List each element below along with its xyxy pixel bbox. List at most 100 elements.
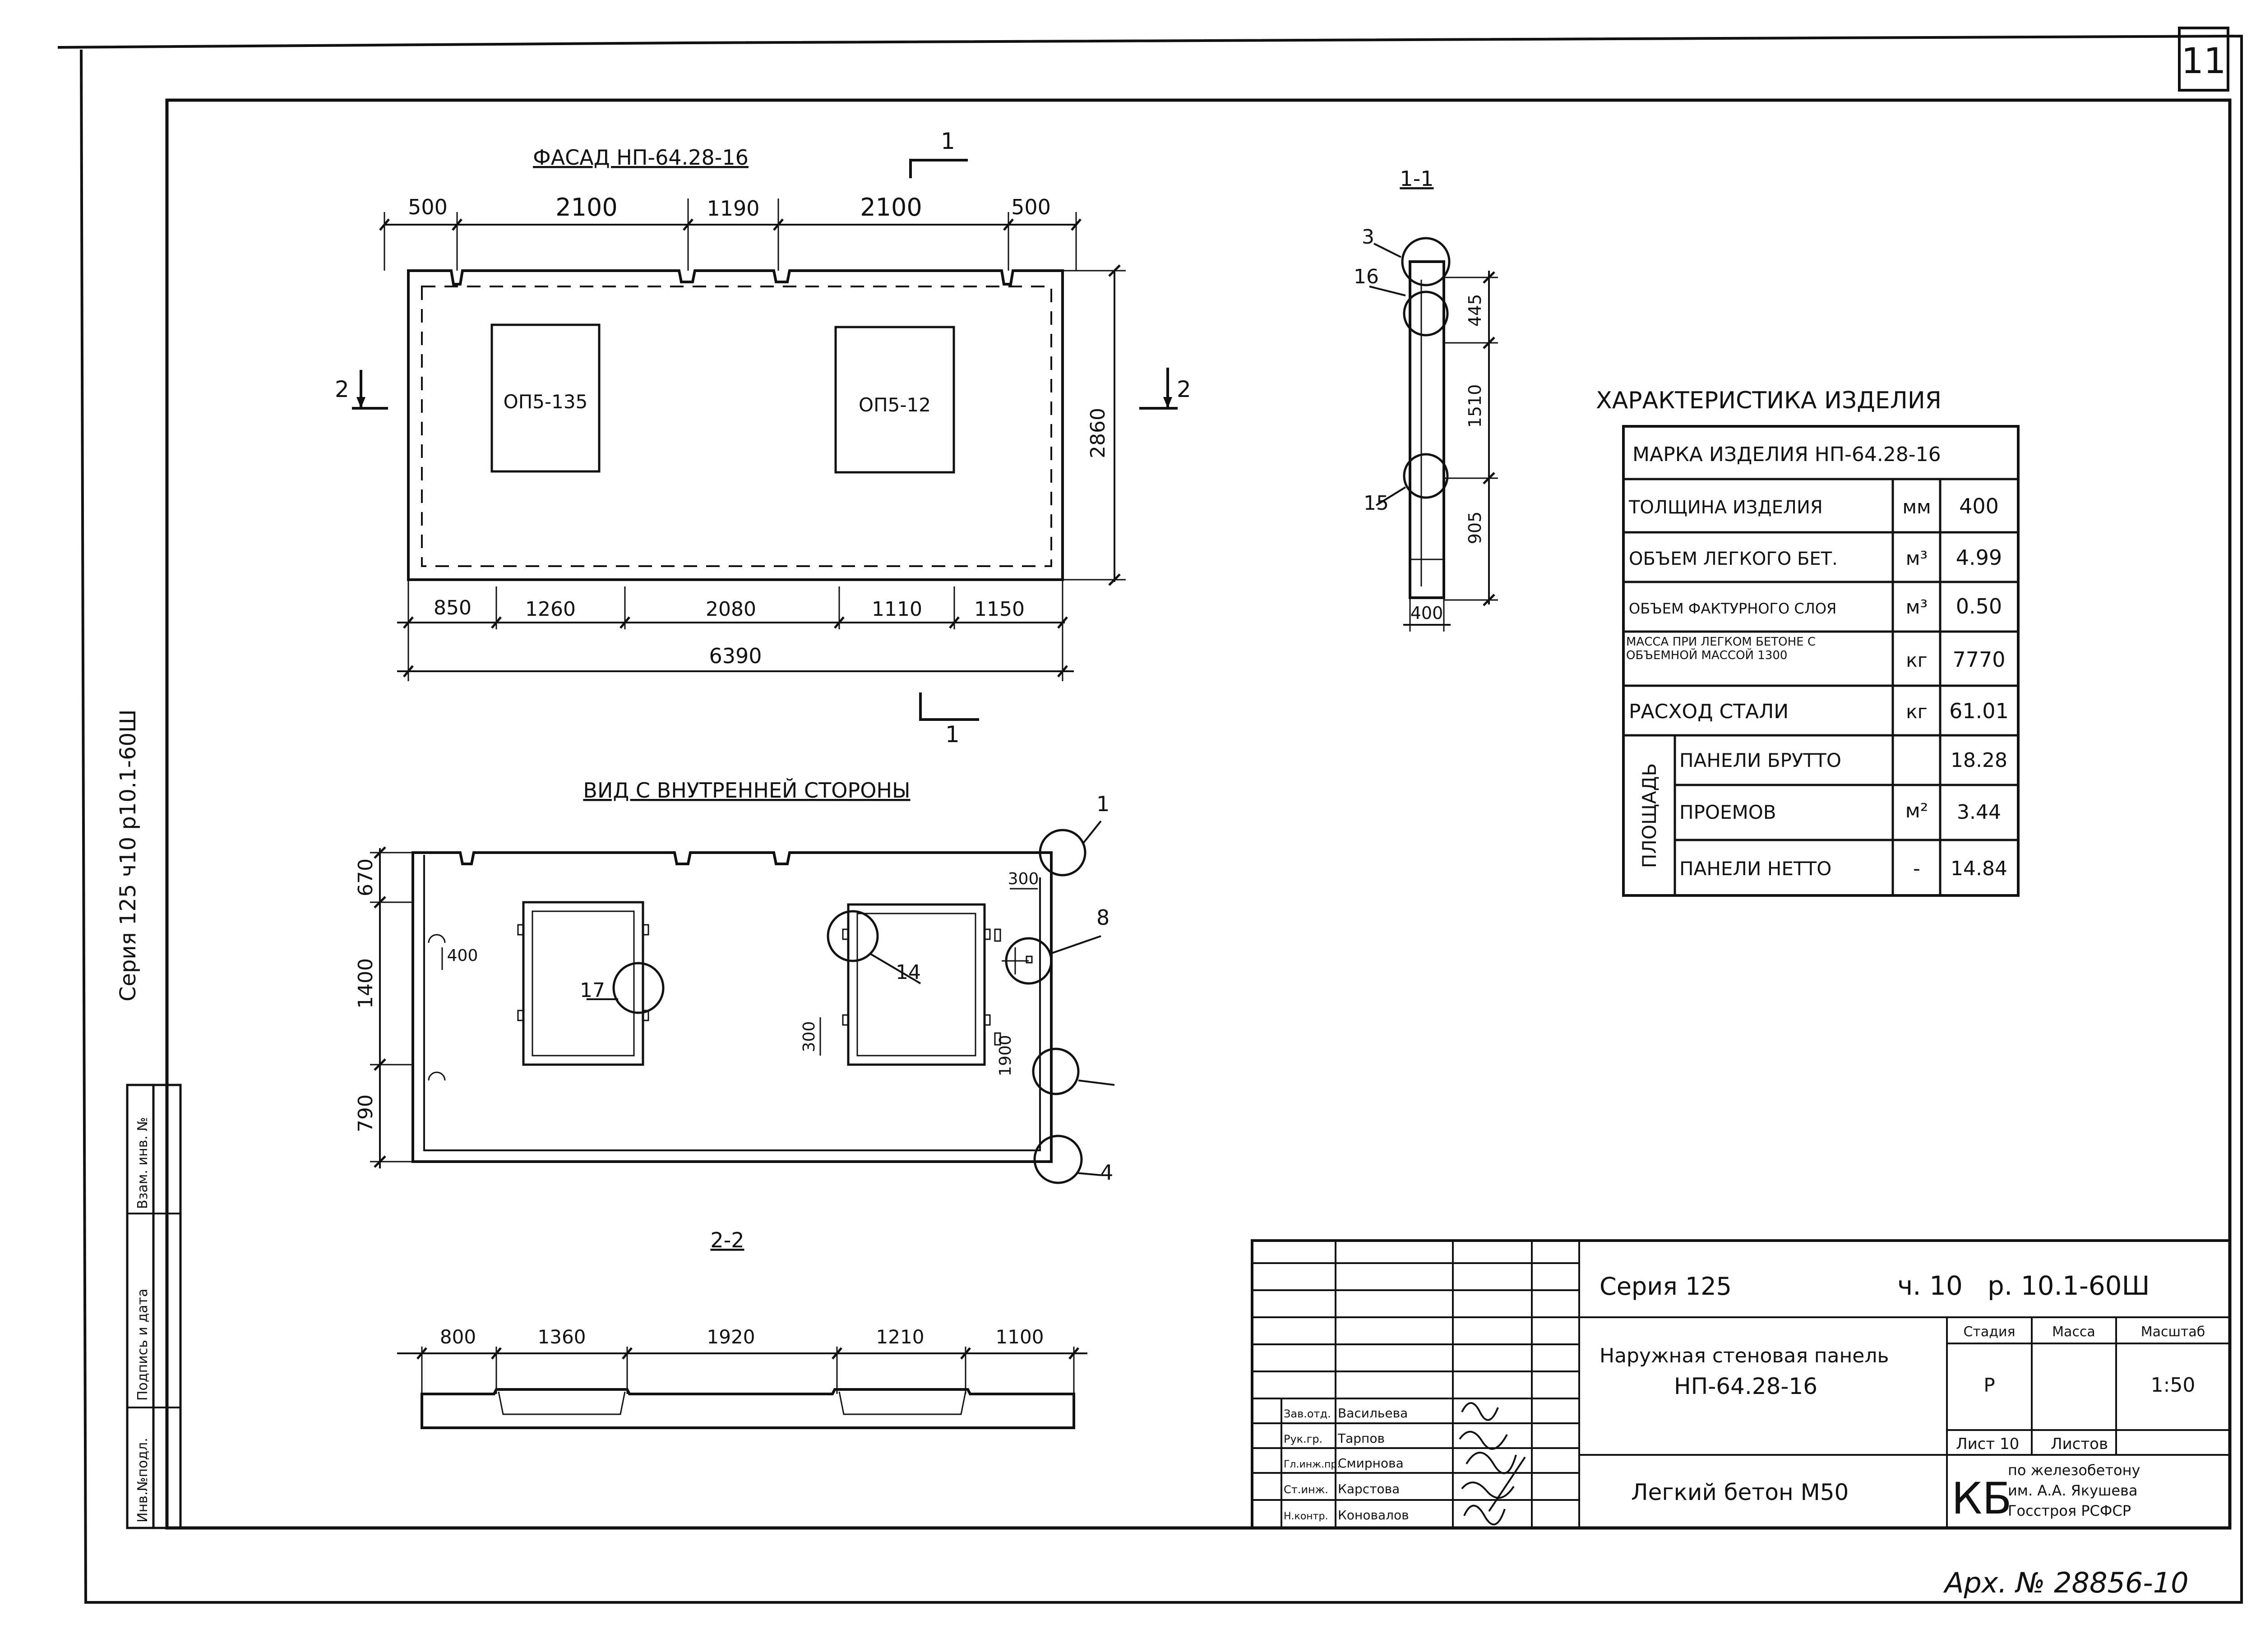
facade-height-dimension: 2860 xyxy=(1063,264,1126,586)
interior-dim-400: 400 xyxy=(447,946,478,965)
section-mark-1-bottom: 1 xyxy=(919,692,979,748)
facade-dim-top-2: 2100 xyxy=(555,193,617,221)
facade-opening-right-label: ОП5-12 xyxy=(859,394,931,416)
tb-col-scale: Масштаб xyxy=(2141,1324,2205,1340)
sheet-frame: 11 Арх. № 28856-10 xyxy=(57,27,2243,1604)
facade-opening-left: ОП5-135 xyxy=(490,323,601,473)
tb-col-stage: Стадия xyxy=(1963,1324,2015,1340)
side-table: Инв.№подл. Подпись и дата Взам. инв. № xyxy=(126,1084,182,1529)
facade-dim-bottom-1: 850 xyxy=(434,596,472,619)
facade-dim-total: 6390 xyxy=(709,644,762,668)
interior-callout-14: 14 xyxy=(896,961,921,984)
tb-scale: 1:50 xyxy=(2151,1374,2196,1397)
interior-window-right xyxy=(842,903,991,1066)
section-1-1-callout-16: 16 xyxy=(1354,265,1379,288)
section-1-1-width: 400 xyxy=(1410,603,1443,623)
tb-stage: Р xyxy=(1983,1374,1995,1396)
char-area-3-value: 14.84 xyxy=(1951,857,2007,880)
char-row-5-unit: кг xyxy=(1906,701,1927,723)
char-row-5-label: РАСХОД СТАЛИ xyxy=(1629,700,1789,723)
interior-dim-1400: 1400 xyxy=(354,958,377,1009)
section-mark-2-left: 2 xyxy=(335,370,388,410)
tb-series: Серия 125 xyxy=(1600,1272,1732,1301)
interior-view: ВИД С ВНУТРЕННЕЙ СТОРОНЫ xyxy=(354,778,1115,1185)
tb-org-line-3: Госстроя РСФСР xyxy=(2008,1502,2131,1519)
facade-dim-bottom-3: 2080 xyxy=(706,598,756,621)
section-2-2-dim-1: 800 xyxy=(440,1326,476,1348)
side-table-cell-sign: Подпись и дата xyxy=(135,1289,151,1401)
char-row-5-value: 61.01 xyxy=(1949,699,2009,723)
char-row-2-label: ОБЪЕМ ЛЕГКОГО БЕТ. xyxy=(1629,549,1838,569)
facade-panel-outline xyxy=(407,269,1064,581)
facade-dim-top-1: 500 xyxy=(408,195,448,219)
tb-sheet-code: р. 10.1-60Ш xyxy=(1988,1270,2150,1301)
characteristics-table: ХАРАКТЕРИСТИКА ИЗДЕЛИЯ МАРКА ИЗДЕЛИЯ НП-… xyxy=(1596,387,2020,897)
facade-dim-bottom-5: 1150 xyxy=(974,598,1025,621)
tb-sheets-label: Листов xyxy=(2051,1435,2108,1453)
char-row-4-value: 7770 xyxy=(1952,647,2005,672)
tb-sign-3-name: Смирнова xyxy=(1338,1456,1404,1471)
section-1-1-view: 1-1 3 16 15 445 1510 905 400 xyxy=(1354,166,1498,632)
tb-sheet-label: Лист 10 xyxy=(1956,1435,2019,1453)
side-table-cell-repl: Взам. инв. № xyxy=(135,1117,151,1209)
char-area-2-value: 3.44 xyxy=(1957,801,2001,824)
section-2-2-dim-4: 1210 xyxy=(876,1326,925,1348)
tb-org-line-2: им. А.А. Якушева xyxy=(2008,1482,2138,1499)
section-2-2-dim-2: 1360 xyxy=(538,1326,586,1348)
section-2-2-dim-5: 1100 xyxy=(996,1326,1044,1348)
archive-number: Арх. № 28856-10 xyxy=(1943,1566,2189,1599)
interior-callout-17: 17 xyxy=(580,979,605,1002)
char-row-4-label: МАССА ПРИ ЛЕГКОМ БЕТОНЕ С ОБЪЕМНОЙ МАССО… xyxy=(1626,635,1816,662)
facade-dim-height: 2860 xyxy=(1086,408,1110,458)
section-1-1-dim-445: 445 xyxy=(1465,294,1485,327)
tb-col-mass: Масса xyxy=(2052,1324,2095,1340)
section-mark-1-bottom-label: 1 xyxy=(945,721,960,748)
interior-window-left xyxy=(517,901,649,1066)
tb-sign-4-role: Ст.инж. xyxy=(1284,1483,1328,1496)
handwritten-signature-marks xyxy=(1459,1402,1526,1526)
tb-part: ч. 10 xyxy=(1897,1270,1963,1301)
tb-sign-5-name: Коновалов xyxy=(1338,1508,1409,1523)
section-2-2-dim-3: 1920 xyxy=(707,1326,755,1348)
char-row-1-unit: мм xyxy=(1902,496,1931,518)
char-row-2-value: 4.99 xyxy=(1956,545,2002,570)
char-area-unit: м² xyxy=(1905,799,1928,822)
tb-product-name: Наружная стеновая панель xyxy=(1600,1344,1889,1367)
section-1-1-callout-3: 3 xyxy=(1362,226,1374,249)
facade-dim-top-3: 1190 xyxy=(707,196,759,221)
char-area-3-label: ПАНЕЛИ НЕТТО xyxy=(1679,858,1831,880)
interior-dim-670: 670 xyxy=(354,858,377,896)
facade-dim-top-5: 500 xyxy=(1011,195,1051,219)
facade-dim-bottom-2: 1260 xyxy=(525,598,576,621)
char-area-group-label: ПЛОЩАДЬ xyxy=(1638,763,1660,868)
interior-dim-1900: 1900 xyxy=(996,1035,1015,1076)
facade-dim-top-4: 2100 xyxy=(860,193,922,221)
characteristics-title: ХАРАКТЕРИСТИКА ИЗДЕЛИЯ xyxy=(1596,387,1942,414)
sheet-number: 11 xyxy=(2181,41,2226,82)
tb-org-abbr: КБ xyxy=(1951,1473,2012,1524)
section-2-2-view: 2-2 800 1360 1920 1210 1100 xyxy=(397,1228,1087,1429)
section-mark-1-top: 1 xyxy=(909,128,968,178)
section-1-1-title: 1-1 xyxy=(1400,166,1433,191)
section-1-1-callout-15: 15 xyxy=(1364,492,1389,515)
tb-sign-2-role: Рук.гр. xyxy=(1284,1433,1322,1445)
facade-top-dimensions: 500 2100 1190 2100 500 xyxy=(379,193,1082,271)
char-row-1-label: ТОЛЩИНА ИЗДЕЛИЯ xyxy=(1628,497,1823,518)
section-mark-2-right: 2 xyxy=(1139,368,1191,410)
interior-dim-790: 790 xyxy=(354,1094,377,1132)
facade-title: ФАСАД НП-64.28-16 xyxy=(533,145,749,170)
section-mark-1-top-label: 1 xyxy=(941,128,955,154)
side-series-text: Серия 125 ч10 р10.1-60Ш xyxy=(116,710,141,1001)
char-area-3-unit: - xyxy=(1913,857,1920,880)
title-block: Серия 125 ч. 10 р. 10.1-60Ш Наружная сте… xyxy=(1251,1239,2231,1529)
side-stamp: Серия 125 ч10 р10.1-60Ш Инв.№подл. Подпи… xyxy=(116,710,182,1529)
tb-sign-3-role: Гл.инж.пр. xyxy=(1284,1459,1340,1470)
interior-callout-4: 4 xyxy=(1100,1160,1113,1185)
interior-dim-300-top: 300 xyxy=(1008,870,1039,888)
char-area-2-label: ПРОЕМОВ xyxy=(1679,801,1776,823)
facade-opening-left-label: ОП5-135 xyxy=(504,391,588,413)
tb-sign-4-name: Карстова xyxy=(1338,1481,1400,1496)
characteristics-mark: МАРКА ИЗДЕЛИЯ НП-64.28-16 xyxy=(1632,443,1941,466)
tb-org-line-1: по железобетону xyxy=(2008,1462,2140,1479)
